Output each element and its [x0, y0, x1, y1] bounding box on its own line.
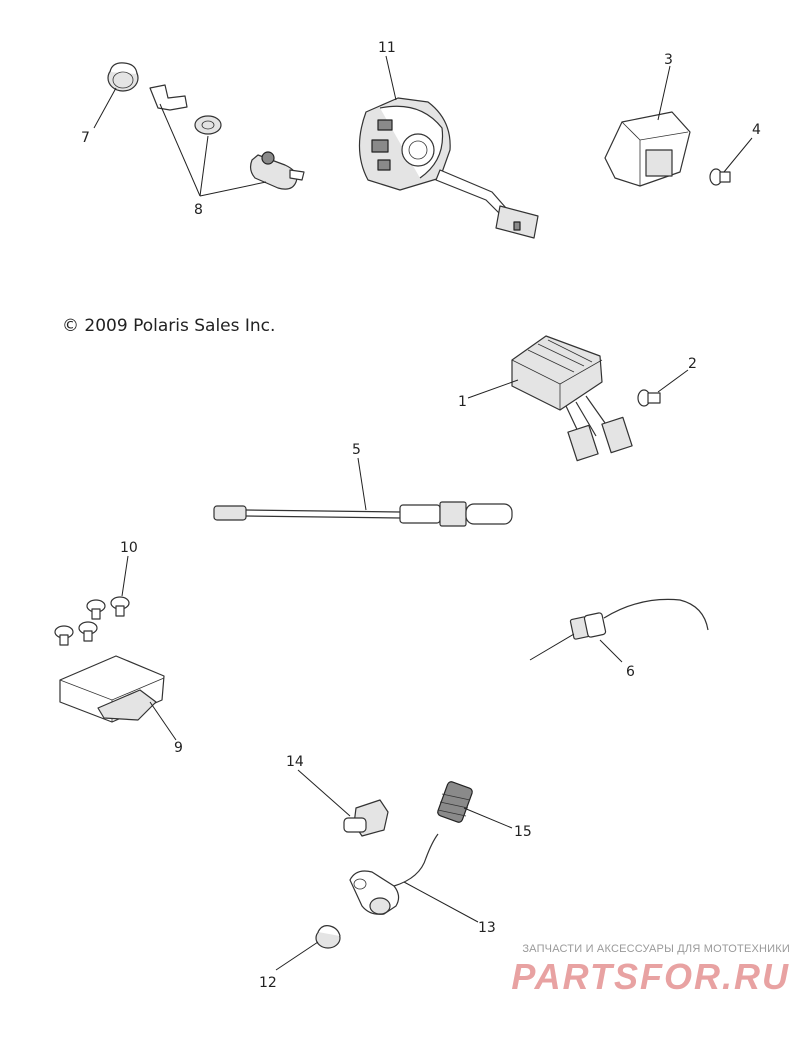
- callout-8: 8: [194, 202, 203, 218]
- callout-10: 10: [120, 540, 138, 556]
- part-10-screws: [54, 596, 130, 646]
- part-13-speed-sensor: [349, 833, 439, 915]
- part-9-relay: [59, 655, 165, 723]
- callout-6: 6: [626, 664, 635, 680]
- callout-12: 12: [259, 975, 277, 991]
- callout-14: 14: [286, 754, 304, 770]
- part-3-module: [604, 111, 691, 187]
- callout-7: 7: [81, 130, 90, 146]
- callout-3: 3: [664, 52, 673, 68]
- callout-4: 4: [752, 122, 761, 138]
- part-14-bolt: [343, 799, 389, 837]
- watermark-caption: ЗАПЧАСТИ И АКСЕССУАРЫ ДЛЯ МОТОТЕХНИКИ: [522, 943, 790, 955]
- callout-2: 2: [688, 356, 697, 372]
- part-12-plug: [315, 925, 341, 949]
- part-5-sensor-cable: [213, 501, 513, 527]
- callout-13: 13: [478, 920, 496, 936]
- part-7-cap: [107, 62, 139, 92]
- part-1-regulator: [511, 335, 633, 462]
- callout-5: 5: [352, 442, 361, 458]
- callout-9: 9: [174, 740, 183, 756]
- watermark: ЗАПЧАСТИ И АКСЕССУАРЫ ДЛЯ МОТОТЕХНИКИ PA…: [470, 943, 790, 997]
- callout-15: 15: [514, 824, 532, 840]
- part-15-spring: [437, 781, 473, 823]
- watermark-logo: PARTSFOR.RU: [511, 956, 790, 997]
- part-11-handlebar-switch: [358, 97, 539, 239]
- part-8-ignition-set: [149, 84, 305, 190]
- part-2-screw: [637, 389, 661, 407]
- copyright-text: © 2009 Polaris Sales Inc.: [62, 316, 276, 336]
- callout-1: 1: [458, 394, 467, 410]
- part-6-temp-sensor: [569, 598, 709, 640]
- part-4-screw: [709, 168, 731, 186]
- callout-11: 11: [378, 40, 396, 56]
- leader-lines: [93, 55, 753, 971]
